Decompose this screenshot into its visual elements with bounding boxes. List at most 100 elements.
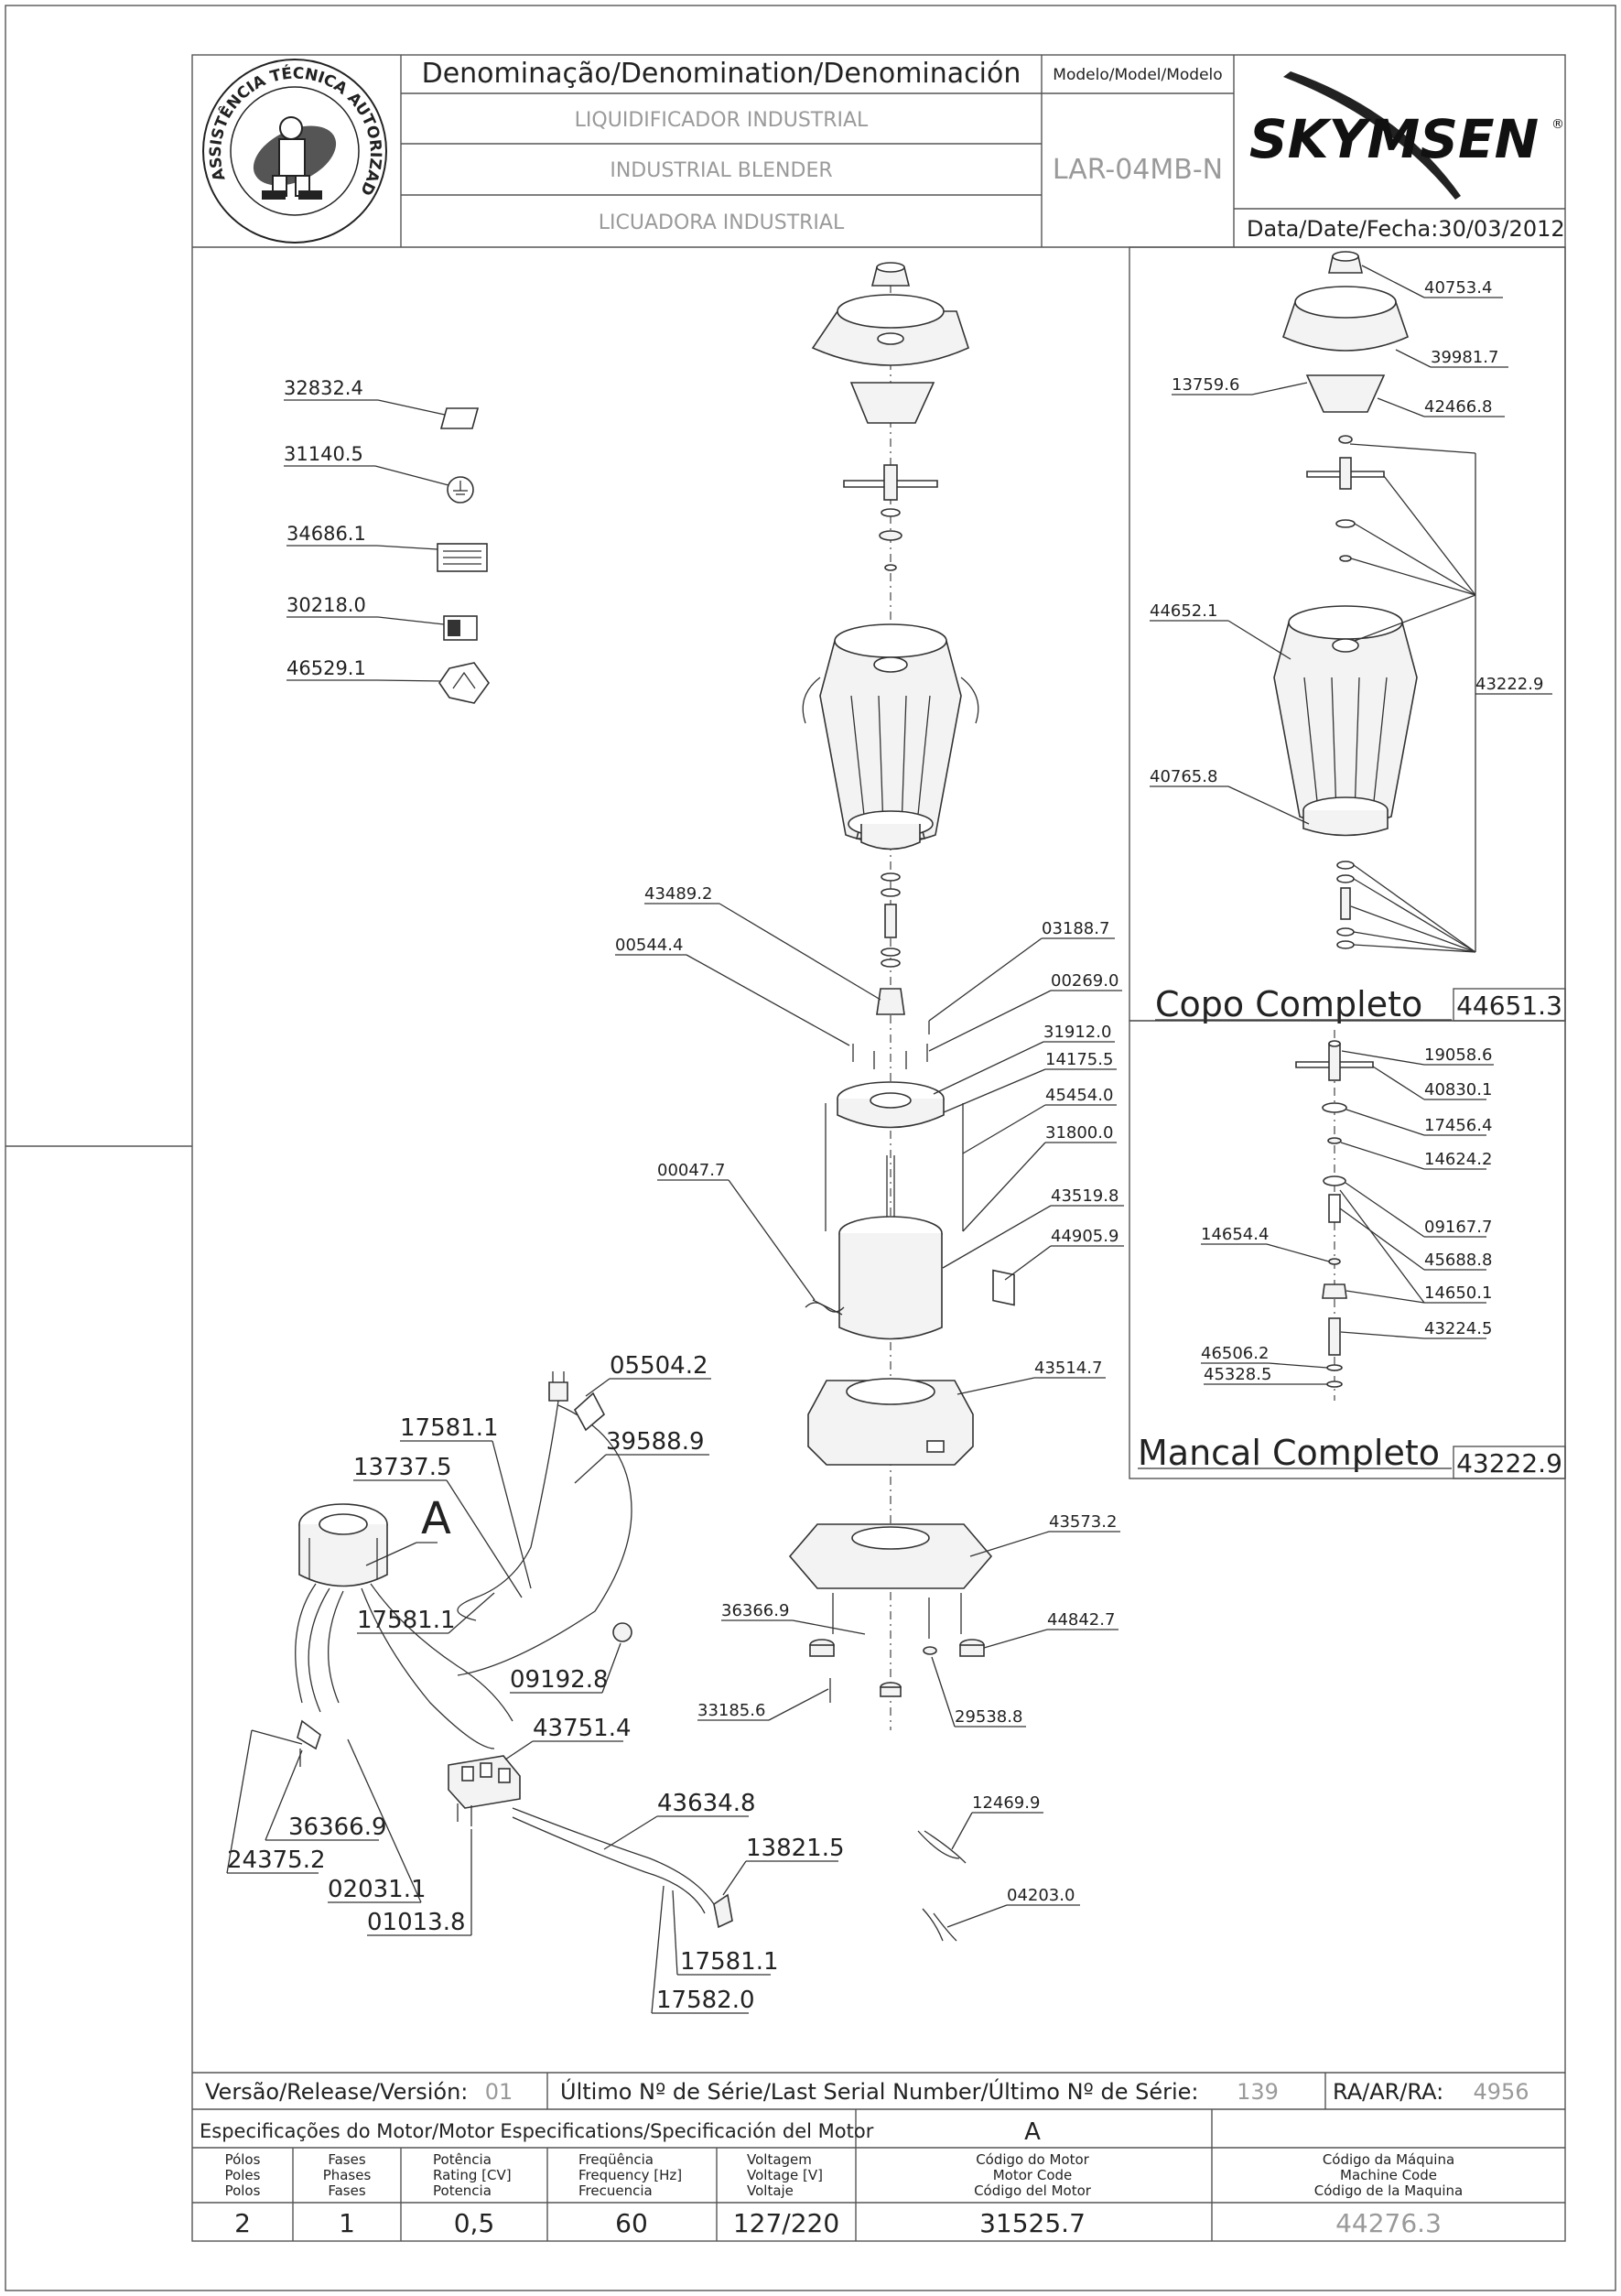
part-label: 05504.2 <box>610 1352 708 1380</box>
release-label: Versão/Release/Versión: <box>205 2079 468 2105</box>
cable-gland <box>612 1622 632 1642</box>
part-label: 43224.5 <box>1424 1319 1492 1338</box>
svg-text:Phases: Phases <box>323 2167 372 2183</box>
part-label: 09167.7 <box>1424 1218 1492 1237</box>
svg-text:Frecuencia: Frecuencia <box>578 2182 653 2199</box>
svg-text:®: ® <box>1551 117 1564 132</box>
part-label: 17581.1 <box>400 1414 499 1442</box>
svg-text:Polos: Polos <box>225 2182 261 2199</box>
part-label: 13821.5 <box>746 1835 845 1862</box>
svg-text:Código del Motor: Código del Motor <box>974 2182 1092 2199</box>
part-label: 45688.8 <box>1424 1251 1492 1270</box>
cable-tie <box>922 1908 944 1942</box>
accessory-label: 46529.1 <box>286 657 366 679</box>
page-border <box>5 5 1616 2291</box>
poles-value: 2 <box>234 2208 251 2238</box>
cable-tie <box>917 1830 960 1859</box>
part-label: 43573.2 <box>1049 1512 1117 1532</box>
phases-value: 1 <box>339 2208 355 2238</box>
part-label: 43489.2 <box>644 884 712 904</box>
accessory-label: 34686.1 <box>286 523 366 545</box>
part-label: 01013.8 <box>367 1909 466 1936</box>
title-block: ASSISTÊNCIA TÉCNICA AUTORIZADA Denominaç… <box>0 0 1565 248</box>
svg-text:Voltage [V]: Voltage [V] <box>747 2167 823 2183</box>
part-label: 17582.0 <box>656 1987 755 2014</box>
part-label: 03188.7 <box>1042 919 1109 938</box>
accessory-label: 32832.4 <box>284 377 363 399</box>
motor-spec-value: A <box>1024 2118 1041 2146</box>
svg-text:Rating [CV]: Rating [CV] <box>433 2167 512 2183</box>
accessory-label: 30218.0 <box>286 594 366 616</box>
motor-spec-label: Especificações do Motor/Motor Especifica… <box>200 2120 874 2142</box>
svg-text:Voltagem: Voltagem <box>747 2151 812 2168</box>
voltage-value: 127/220 <box>733 2208 839 2238</box>
shaft <box>884 904 897 938</box>
part-label: 36366.9 <box>288 1814 387 1841</box>
part-label: 40765.8 <box>1150 767 1217 786</box>
name-es: LICUADORA INDUSTRIAL <box>599 211 845 234</box>
svg-text:Código de la Maquina: Código de la Maquina <box>1314 2182 1463 2199</box>
part-label: 44905.9 <box>1051 1227 1118 1246</box>
ra-label: RA/AR/RA: <box>1333 2079 1443 2105</box>
base-plate <box>788 1523 993 1589</box>
brand-name: SKYMSEN <box>1249 108 1539 170</box>
denomination-heading: Denominação/Denomination/Denominación <box>422 58 1021 90</box>
label-sticker-icon <box>439 407 480 429</box>
part-label: 17581.1 <box>680 1948 779 1976</box>
part-label: 43519.8 <box>1051 1186 1118 1206</box>
part-label: 17456.4 <box>1424 1116 1492 1135</box>
svg-text:Código da Máquina: Código da Máquina <box>1323 2151 1454 2168</box>
part-label: 45328.5 <box>1204 1365 1271 1384</box>
serial-label: Último Nº de Série/Last Serial Number/Úl… <box>560 2077 1198 2105</box>
svg-text:Fases: Fases <box>328 2151 365 2168</box>
coupling <box>876 988 905 1015</box>
date-value: 30/03/2012 <box>1438 216 1564 242</box>
svg-text:Código do Motor: Código do Motor <box>976 2151 1089 2168</box>
part-label: 24375.2 <box>227 1847 326 1874</box>
model-value: LAR-04MB-N <box>1053 154 1223 186</box>
spec-values: 2 1 0,5 60 127/220 31525.7 44276.3 <box>234 2208 1442 2238</box>
rating-value: 0,5 <box>454 2208 495 2238</box>
part-label: 14175.5 <box>1045 1050 1113 1069</box>
motor-cylinder <box>838 1233 943 1340</box>
svg-text:Freqüência: Freqüência <box>578 2151 654 2168</box>
svg-text:Pólos: Pólos <box>225 2151 261 2168</box>
wiring-group: A 05504.2 39588.9 <box>226 1352 1080 2014</box>
main-exploded-view: 43489.2 00544.4 03188.7 00269.0 31912.0 … <box>615 262 1124 1730</box>
part-label: 40753.4 <box>1424 278 1492 298</box>
svg-text:Fases: Fases <box>328 2182 365 2199</box>
part-label: 13759.6 <box>1172 375 1239 395</box>
motor-letter: A <box>421 1493 451 1544</box>
part-label: 43634.8 <box>657 1790 756 1817</box>
part-label: 00269.0 <box>1051 971 1118 991</box>
copo-completo-view: 40753.4 39981.7 13759.6 42466.8 44652.1 … <box>1150 251 1566 1024</box>
frequency-value: 60 <box>615 2208 648 2238</box>
warning-label-icon <box>438 662 490 704</box>
copo-code: 44651.3 <box>1456 991 1562 1021</box>
part-label: 29538.8 <box>955 1707 1022 1727</box>
motor-code-value: 31525.7 <box>979 2208 1086 2238</box>
footer-table: Versão/Release/Versión: 01 Último Nº de … <box>192 2072 1565 2241</box>
mancal-completo-view: 19058.6 40830.1 17456.4 14624.2 09167.7 … <box>1138 1030 1566 1479</box>
lid-plate <box>849 382 935 424</box>
part-label: 14624.2 <box>1424 1150 1492 1169</box>
part-label: 31800.0 <box>1045 1123 1113 1143</box>
mancal-frame <box>1129 1020 1566 1479</box>
screws <box>852 1021 930 1069</box>
part-label: 17581.1 <box>357 1607 456 1634</box>
part-label: 12469.9 <box>972 1793 1040 1813</box>
accessory-label: 31140.5 <box>284 443 363 465</box>
svg-text:Potencia: Potencia <box>433 2182 492 2199</box>
svg-text:Poles: Poles <box>225 2167 261 2183</box>
part-label: 02031.1 <box>328 1876 427 1903</box>
part-label: 39588.9 <box>606 1428 705 1456</box>
part-label: 42466.8 <box>1424 397 1492 417</box>
copo-title: Copo Completo <box>1155 984 1422 1024</box>
release-value: 01 <box>485 2079 513 2105</box>
part-label: 40830.1 <box>1424 1080 1492 1099</box>
name-pt: LIQUIDIFICADOR INDUSTRIAL <box>575 109 869 132</box>
cup-base <box>860 824 921 850</box>
spec-headers: Pólos Poles Polos Fases Phases Fases Pot… <box>225 2151 1464 2199</box>
serial-value: 139 <box>1237 2079 1279 2105</box>
power-cord <box>457 1400 559 1621</box>
